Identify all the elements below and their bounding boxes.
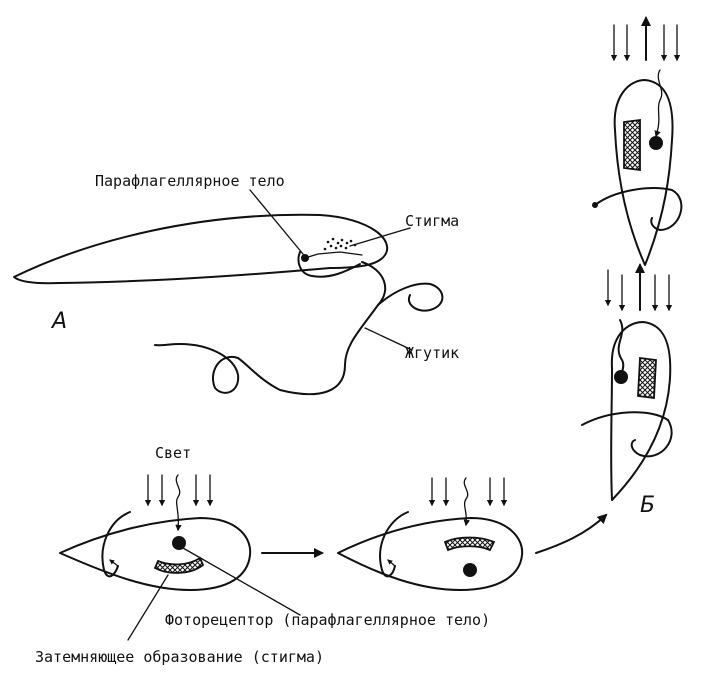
leader-paraflagellar [249, 189, 304, 255]
light-arrows-b-bottom [604, 263, 673, 312]
label-light: Свет [155, 444, 191, 462]
photoreceptor-dot-middle [463, 563, 477, 577]
cell-b-bottom [581, 319, 673, 501]
label-paraflagellar: Парафлагеллярное тело [95, 172, 285, 190]
stigma-left [153, 556, 205, 574]
label-panel-a: А [50, 309, 67, 334]
cell-b-top [592, 79, 683, 266]
stigma-spots [323, 237, 357, 251]
leader-photoreceptor [182, 547, 301, 616]
label-panel-b: Б [640, 493, 655, 518]
cell-middle [337, 511, 524, 591]
leader-shading [127, 574, 169, 641]
label-flagellum: Жгутик [405, 344, 459, 362]
cell-left [59, 511, 252, 591]
stigma-b-bottom [637, 356, 657, 400]
stigma-middle [443, 536, 496, 552]
photoreceptor-dot-left [172, 536, 186, 550]
label-photoreceptor: Фоторецептор (парафлагеллярное тело) [165, 611, 490, 629]
flagellum [154, 261, 387, 396]
leader-stigma [349, 227, 411, 247]
light-arrows-middle [428, 477, 508, 527]
stigma-b-top [623, 118, 641, 172]
leader-flagellum [364, 327, 413, 351]
label-shading: Затемняющее образование (стигма) [35, 648, 324, 666]
photoreceptor-dot-b-bottom [614, 370, 628, 384]
photoreceptor-dot-b-top [649, 136, 663, 150]
label-stigma: Стигма [405, 212, 459, 230]
light-arrows-b-top [610, 16, 681, 138]
light-arrows-left [144, 474, 214, 532]
arrow-transition-2 [535, 513, 608, 554]
panel-a-cell [13, 213, 444, 396]
